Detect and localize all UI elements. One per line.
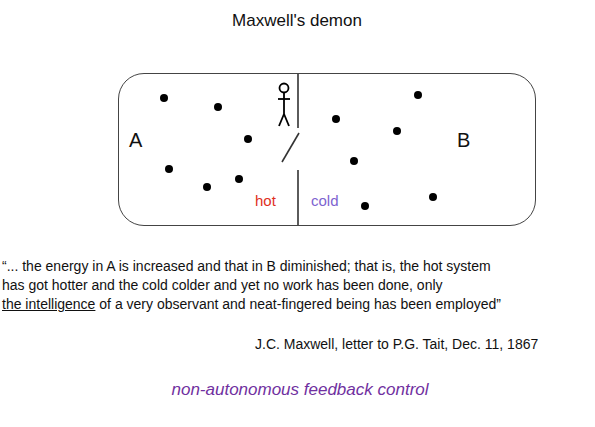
- slide-title: Maxwell's demon: [232, 11, 362, 31]
- quote-line: of a very observant and neat-fingered be…: [99, 296, 501, 313]
- chamber-label: A: [129, 128, 142, 152]
- gas-container: A Bhot cold: [118, 73, 536, 226]
- temperature-label: hot: [255, 192, 276, 210]
- trap-door: [282, 133, 299, 162]
- quote-line: has got hotter and the cold colder and y…: [2, 277, 443, 294]
- chamber-label: B: [457, 128, 470, 152]
- quote-line: “... the energy in A is increased and th…: [2, 258, 491, 275]
- temperature-label: cold: [311, 192, 339, 210]
- partition-wall: [297, 74, 299, 128]
- partition-wall: [297, 170, 299, 225]
- caption-note: non-autonomous feedback control: [171, 380, 428, 400]
- demon-figure: [278, 84, 290, 127]
- attribution: J.C. Maxwell, letter to P.G. Tait, Dec. …: [255, 336, 538, 353]
- quote-emphasis: the intelligence: [2, 296, 95, 313]
- molecules: [160, 91, 437, 210]
